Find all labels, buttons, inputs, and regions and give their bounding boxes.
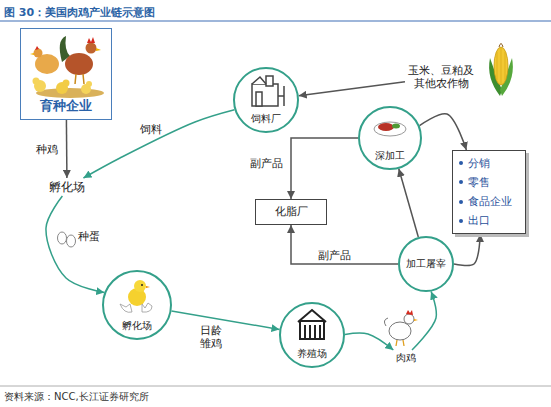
list-item-text: 食品企业 bbox=[468, 195, 512, 208]
flow-arrow bbox=[46, 196, 104, 293]
node-label: 养殖场 bbox=[297, 348, 327, 360]
node-label: 孵化场 bbox=[49, 180, 85, 194]
source-text-node: 玉米、豆粕及 其他农作物 bbox=[405, 60, 477, 94]
bullet-dot bbox=[459, 200, 463, 204]
flow-arrow bbox=[399, 169, 419, 237]
figure-title: 图 30：美国肉鸡产业链示意图 bbox=[4, 5, 155, 20]
list-row: 食品企业 bbox=[453, 195, 525, 208]
stage-text-node: 肉鸡 bbox=[388, 350, 424, 366]
process-circle: 养殖场 bbox=[279, 302, 345, 368]
broiler-icon bbox=[384, 310, 418, 346]
channel-list-box: 分销零售食品企业出口 bbox=[452, 150, 526, 234]
node-label: 饲料厂 bbox=[251, 113, 281, 125]
list-item-text: 出口 bbox=[468, 214, 490, 227]
dish-icon bbox=[374, 122, 406, 136]
flow-arrow bbox=[171, 311, 279, 330]
barn-icon bbox=[298, 310, 326, 339]
flow-arrow bbox=[83, 110, 234, 178]
flow-arrow bbox=[454, 234, 480, 266]
list-row: 零售 bbox=[453, 176, 525, 189]
flow-arrow bbox=[345, 333, 393, 350]
flow-arrow bbox=[419, 114, 466, 150]
stage-text-node: 孵化场 bbox=[40, 178, 94, 196]
flow-arrow bbox=[291, 138, 358, 199]
chicken-illustration bbox=[30, 36, 104, 98]
circle-border bbox=[280, 303, 344, 367]
edge-label: 日龄 雏鸡 bbox=[200, 324, 224, 350]
list-item-text: 分销 bbox=[468, 157, 490, 170]
list-row: 分销 bbox=[453, 157, 525, 170]
node-label: 化脂厂 bbox=[275, 205, 308, 218]
feed-mill-icon bbox=[252, 76, 284, 106]
bullet-dot bbox=[459, 219, 463, 223]
edge-label: 种鸡 bbox=[36, 143, 58, 156]
edge-label: 副产品 bbox=[318, 249, 351, 262]
node-label: 加工屠宰 bbox=[406, 258, 446, 270]
flow-arrow bbox=[299, 82, 405, 96]
edge-label: 副产品 bbox=[250, 157, 283, 170]
node-label: 玉米、豆粕及 其他农作物 bbox=[405, 64, 477, 90]
caption-rule bbox=[0, 386, 551, 387]
bullet-dot bbox=[459, 161, 463, 165]
flow-arrow bbox=[291, 225, 398, 264]
node-label: 育种企业 bbox=[40, 98, 92, 114]
node-label: 肉鸡 bbox=[396, 352, 416, 364]
chick-icon bbox=[120, 280, 152, 312]
company-box: 育种企业 bbox=[20, 28, 112, 120]
edge-label: 饲料 bbox=[140, 123, 162, 136]
node-label: 深加工 bbox=[375, 150, 405, 162]
flow-arrow bbox=[66, 120, 68, 178]
title-rule bbox=[0, 20, 551, 21]
flow-arrow bbox=[412, 292, 436, 350]
list-row: 出口 bbox=[453, 214, 525, 227]
process-circle: 深加工 bbox=[358, 106, 422, 170]
bullet-dot bbox=[459, 180, 463, 184]
circle-border bbox=[234, 68, 298, 132]
list-item-text: 零售 bbox=[468, 176, 490, 189]
node-label: 孵化场 bbox=[122, 320, 152, 332]
process-box: 化脂厂 bbox=[255, 199, 327, 225]
circle-border bbox=[399, 237, 453, 291]
corn-icon bbox=[489, 44, 513, 97]
circle-border bbox=[359, 107, 421, 169]
egg-icon bbox=[58, 232, 76, 247]
circle-border bbox=[103, 271, 171, 339]
process-circle: 加工屠宰 bbox=[398, 236, 454, 292]
edge-label: 种蛋 bbox=[78, 230, 100, 243]
figure-caption: 资料来源：NCC,长江证券研究所 bbox=[4, 390, 149, 404]
